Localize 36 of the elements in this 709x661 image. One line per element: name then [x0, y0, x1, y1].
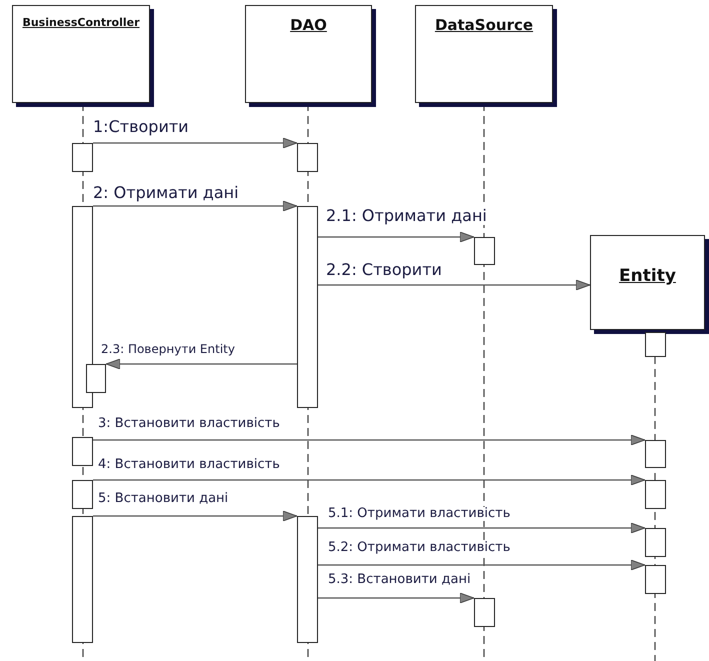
- message-arrow: [93, 510, 298, 522]
- activation-bar: [72, 437, 93, 466]
- activation-bar: [297, 516, 318, 643]
- message-label: 2.2: Створити: [325, 261, 443, 279]
- message-label: 5.3: Встановити дані: [327, 573, 472, 588]
- activation-bar: [72, 206, 93, 408]
- activation-bar: [86, 364, 106, 393]
- message-arrow: [318, 232, 474, 242]
- activation-bar: [297, 143, 318, 172]
- message-arrow: [93, 200, 298, 212]
- message-arrow: [93, 434, 646, 446]
- message-label: 2: Отримати дані: [92, 184, 240, 202]
- message-label: 2.3: Повернути Entity: [100, 343, 236, 356]
- activation-bar: [645, 565, 666, 594]
- activation-bar: [645, 480, 666, 509]
- activation-bar: [474, 598, 495, 627]
- message-arrow: [318, 560, 646, 570]
- message-arrow: [93, 474, 646, 486]
- activation-bar: [645, 332, 666, 357]
- activation-bar: [72, 480, 93, 509]
- activation-bar: [645, 440, 666, 468]
- message-arrow: [93, 138, 298, 148]
- activation-bar: [645, 528, 666, 557]
- activation-bar: [72, 516, 93, 643]
- activation-bar: [297, 206, 318, 408]
- message-arrow: [318, 522, 646, 534]
- message-label: 5.1: Отримати властивість: [327, 507, 512, 522]
- message-label: 1:Створити: [92, 118, 190, 136]
- message-arrow: [106, 358, 297, 370]
- activation-bar: [474, 237, 495, 265]
- message-label: 2.1: Отримати дані: [325, 207, 488, 225]
- message-label: 5: Встановити дані: [97, 492, 230, 506]
- message-arrow: [318, 280, 590, 290]
- activation-bar: [72, 143, 93, 172]
- message-label: 5.2: Отримати властивість: [327, 541, 512, 556]
- message-arrow: [318, 592, 474, 604]
